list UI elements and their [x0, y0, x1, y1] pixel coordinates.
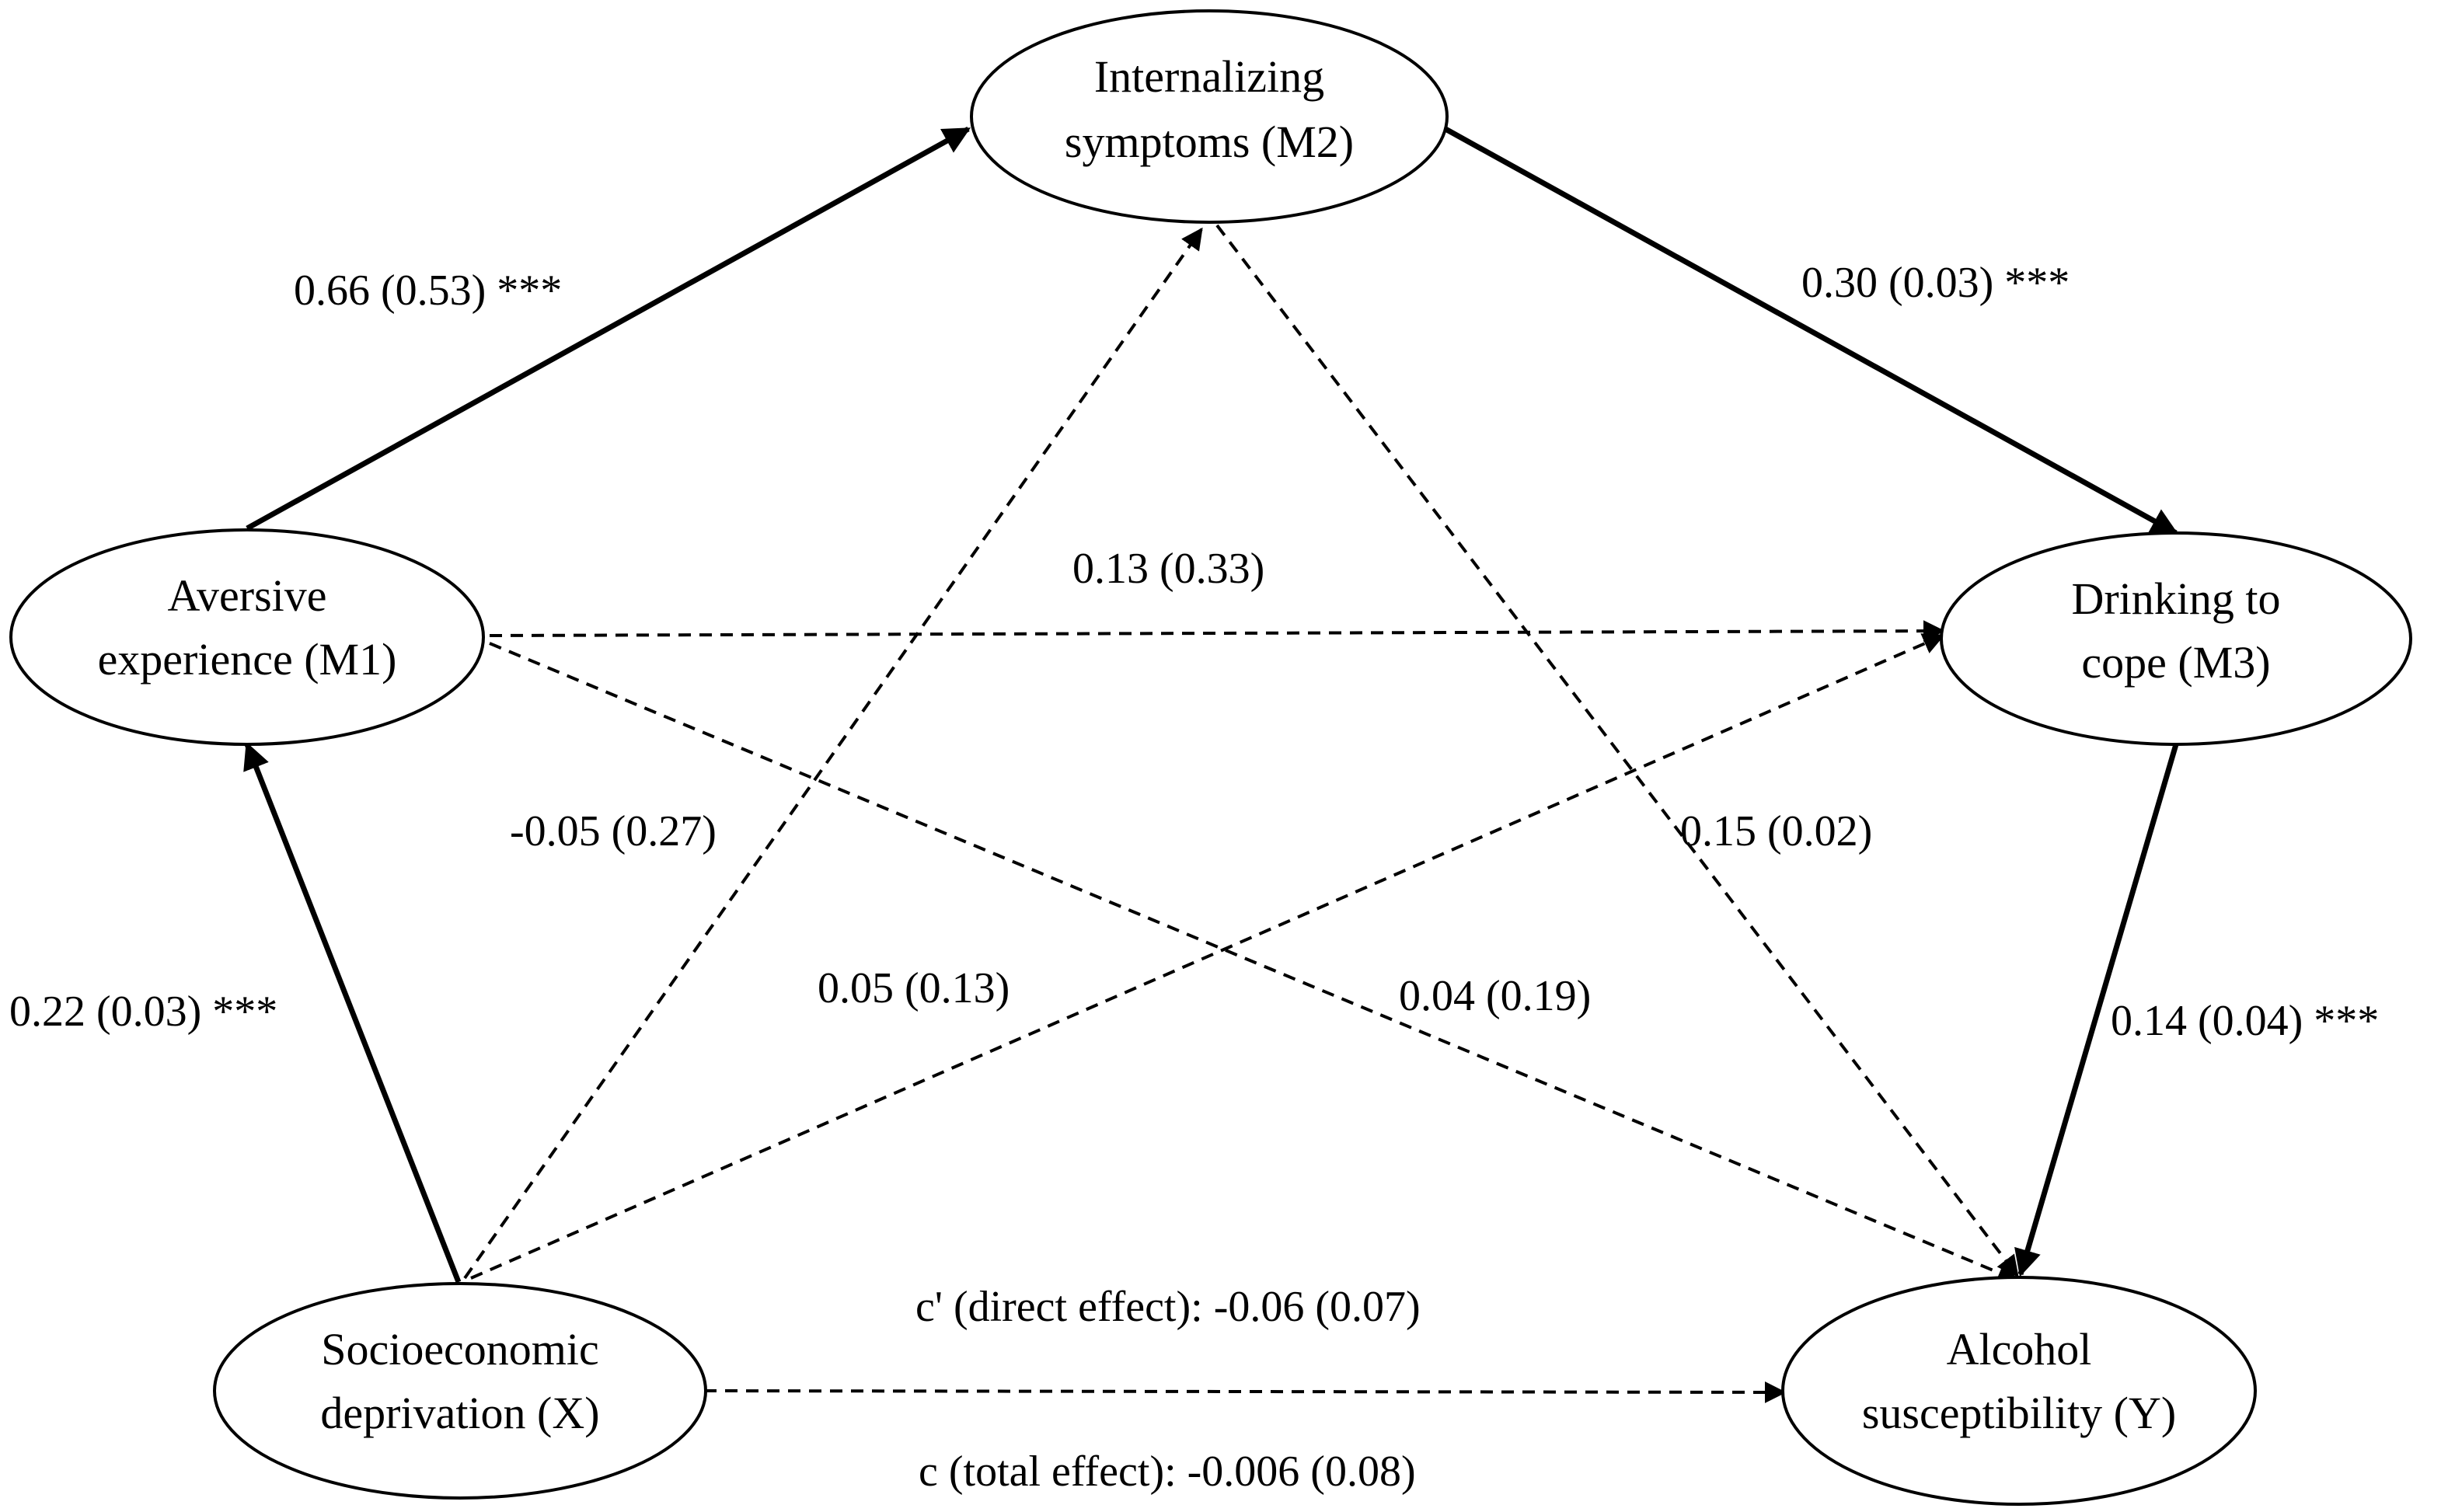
node-m1-shape: [9, 528, 485, 746]
node-m3-label-line-2: cope (M3): [2081, 637, 2270, 688]
label-x-to-m3: 0.05 (0.13): [818, 964, 1010, 1012]
label-m2-to-y: 0.15 (0.02): [1680, 807, 1872, 855]
path-coefficient-labels: 0.66 (0.53) *** 0.30 (0.03) *** 0.13 (0.…: [9, 259, 2379, 1496]
node-m1: Aversive experience (M1): [9, 528, 485, 746]
variable-nodes: Internalizing symptoms (M2) Aversive exp…: [9, 9, 2412, 1506]
node-y-label-line-2: susceptibility (Y): [1862, 1388, 2176, 1438]
label-x-to-m1: 0.22 (0.03) ***: [9, 988, 277, 1036]
path-arrows: [243, 126, 2179, 1403]
node-m2-label-line-1: Internalizing: [1094, 51, 1324, 102]
arrow-x-to-m2: [463, 227, 1203, 1280]
node-m3-shape: [1940, 531, 2412, 746]
arrow-m1-to-m3: [489, 620, 1945, 643]
arrow-x-to-m1: [243, 741, 462, 1284]
node-m3-label-line-1: Drinking to: [2071, 573, 2280, 624]
label-m1-to-m3: 0.13 (0.33): [1072, 545, 1264, 593]
node-y-label-line-1: Alcohol: [1947, 1324, 2092, 1374]
arrow-m1-to-y: [489, 642, 2020, 1284]
node-m2: Internalizing symptoms (M2): [970, 9, 1449, 224]
node-x-label-line-1: Socioeconomic: [321, 1324, 599, 1374]
node-y: Alcohol susceptibility (Y): [1781, 1276, 2257, 1506]
label-m1-to-m2: 0.66 (0.53) ***: [294, 267, 562, 315]
label-total-effect: c (total effect): -0.006 (0.08): [919, 1448, 1416, 1496]
node-x-shape: [213, 1282, 707, 1500]
label-m3-to-y: 0.14 (0.04) ***: [2111, 997, 2379, 1045]
arrow-x-to-m3: [470, 633, 1945, 1280]
node-m3: Drinking to cope (M3): [1940, 531, 2412, 746]
arrow-m2-to-y: [1215, 224, 2019, 1278]
arrow-x-to-y: [703, 1381, 1787, 1403]
arrow-m1-to-m2: [246, 126, 971, 531]
node-y-shape: [1781, 1276, 2257, 1506]
node-x-label-line-2: deprivation (X): [320, 1388, 599, 1438]
label-m2-to-m3: 0.30 (0.03) ***: [1801, 259, 2070, 307]
node-m1-label-line-2: experience (M1): [98, 634, 397, 685]
label-direct-effect: c' (direct effect): -0.06 (0.07): [915, 1283, 1421, 1331]
node-x: Socioeconomic deprivation (X): [213, 1282, 707, 1500]
arrow-m3-to-y: [2014, 744, 2179, 1277]
node-m1-label-line-1: Aversive: [167, 570, 326, 621]
label-m1-to-y: 0.04 (0.19): [1399, 972, 1591, 1020]
node-m2-label-line-2: symptoms (M2): [1065, 117, 1354, 167]
label-x-to-m2: -0.05 (0.27): [510, 807, 717, 855]
arrow-m2-to-m3: [1444, 126, 2179, 536]
node-m2-shape: [970, 9, 1449, 224]
